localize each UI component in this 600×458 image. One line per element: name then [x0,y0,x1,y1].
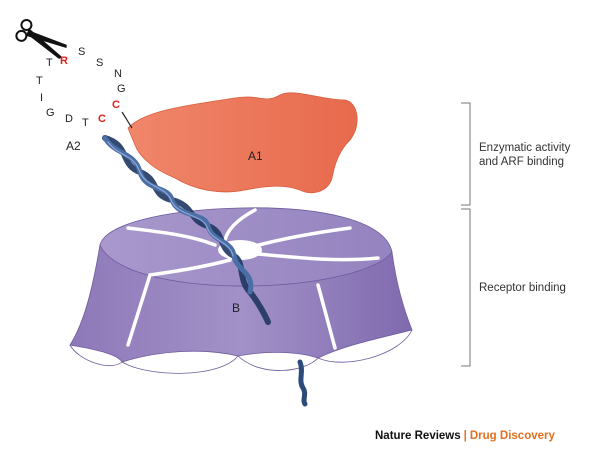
bracket-enzymatic [461,102,471,206]
residue-10: G [46,107,55,119]
a2-helix [102,135,308,407]
residue-5: G [117,83,126,95]
residue-8: T [82,117,89,129]
domain-label-enzymatic-line2: and ARF binding [479,156,565,168]
residue-9: D [65,113,73,125]
label-a2: A2 [66,139,81,153]
b-subunit-pentamer [69,207,413,374]
label-b: B [232,301,240,315]
a2-helix-highlight [107,141,234,257]
a1-subunit-shape [127,92,358,194]
cleavage-loop-sequence: R S S N G C C T D G I T T [36,46,126,129]
residue-7: C [98,113,106,125]
residue-6: C [112,99,120,111]
residue-1: R [60,55,68,67]
credit-separator: | [463,430,467,442]
b-monomer-grooves [126,208,380,350]
residue-4: N [114,68,122,80]
bracket-receptor [461,208,471,367]
scissors-icon [15,18,67,59]
label-a1: A1 [248,149,263,163]
domain-label-receptor: Receptor binding [479,282,566,294]
residue-3: S [96,57,103,69]
a2-helix-tail [297,359,308,407]
credit-section: Drug Discovery [469,430,555,442]
residue-2: S [78,46,85,58]
residue-12: T [36,75,43,87]
domain-label-enzymatic-line1: Enzymatic activity [479,142,571,154]
a1-linker [121,111,133,129]
b-pentamer-scallops [69,329,413,374]
domain-label-enzymatic: Enzymatic activity and ARF binding [479,141,570,169]
figure-credit: Nature Reviews|Drug Discovery [375,430,555,442]
residue-13: T [46,57,53,69]
residue-11: I [40,92,43,104]
credit-journal: Nature Reviews [375,430,461,442]
